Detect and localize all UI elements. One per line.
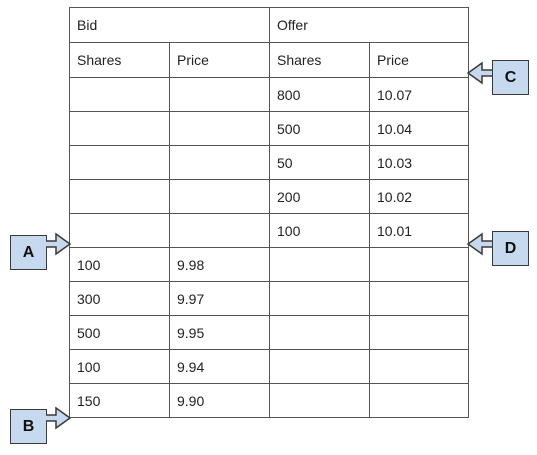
offer-shares-header: Shares — [269, 42, 370, 78]
bid-shares-cell: 100 — [69, 247, 170, 282]
column-header-row: Shares Price Shares Price — [69, 42, 469, 78]
table-row: 200 10.02 — [69, 179, 469, 214]
bid-shares-cell: 150 — [69, 383, 170, 418]
bid-price-cell: 9.94 — [169, 349, 270, 384]
table-row: 100 10.01 — [69, 213, 469, 248]
bid-price-cell — [169, 77, 270, 112]
section-header-row: Bid Offer — [69, 7, 469, 43]
bid-price-cell: 9.90 — [169, 383, 270, 418]
bid-shares-cell — [69, 145, 170, 180]
offer-section-header: Offer — [269, 7, 469, 43]
table-row: 300 9.97 — [69, 281, 469, 316]
bid-price-cell: 9.98 — [169, 247, 270, 282]
offer-price-cell: 10.02 — [369, 179, 469, 214]
offer-shares-cell — [269, 247, 370, 282]
table-row: 50 10.03 — [69, 145, 469, 180]
bid-price-header: Price — [169, 42, 270, 78]
bid-shares-cell — [69, 77, 170, 112]
bid-shares-cell — [69, 179, 170, 214]
table-row: 800 10.07 — [69, 77, 469, 112]
callout-c-label: C — [492, 60, 529, 95]
bid-shares-cell: 100 — [69, 349, 170, 384]
offer-price-cell — [369, 281, 469, 316]
offer-shares-cell — [269, 281, 370, 316]
offer-shares-cell: 800 — [269, 77, 370, 112]
bid-price-cell: 9.95 — [169, 315, 270, 350]
offer-price-cell: 10.01 — [369, 213, 469, 248]
bid-price-cell: 9.97 — [169, 281, 270, 316]
offer-shares-cell — [269, 315, 370, 350]
bid-price-cell — [169, 179, 270, 214]
bid-shares-cell: 300 — [69, 281, 170, 316]
callout-d-label: D — [492, 231, 529, 266]
bid-section-header: Bid — [69, 7, 270, 43]
bid-shares-cell — [69, 213, 170, 248]
offer-price-cell: 10.07 — [369, 77, 469, 112]
offer-price-cell — [369, 349, 469, 384]
table-row: 100 9.94 — [69, 349, 469, 384]
offer-price-cell: 10.03 — [369, 145, 469, 180]
callout-a-label: A — [10, 235, 47, 270]
offer-price-cell — [369, 315, 469, 350]
bid-price-cell — [169, 213, 270, 248]
offer-shares-cell: 200 — [269, 179, 370, 214]
offer-shares-cell: 500 — [269, 111, 370, 146]
offer-shares-cell — [269, 383, 370, 418]
offer-shares-cell: 100 — [269, 213, 370, 248]
offer-shares-cell — [269, 349, 370, 384]
arrow-left-icon — [466, 61, 492, 85]
callout-b-label: B — [10, 409, 47, 444]
offer-price-cell — [369, 383, 469, 418]
order-book-table: Bid Offer Shares Price Shares Price 800 … — [69, 7, 469, 418]
offer-shares-cell: 50 — [269, 145, 370, 180]
bid-price-cell — [169, 145, 270, 180]
offer-price-cell: 10.04 — [369, 111, 469, 146]
arrow-right-icon — [46, 232, 72, 256]
offer-price-header: Price — [369, 42, 469, 78]
bid-shares-cell — [69, 111, 170, 146]
arrow-left-icon — [466, 232, 492, 256]
bid-price-cell — [169, 111, 270, 146]
arrow-right-icon — [46, 406, 72, 430]
bid-shares-header: Shares — [69, 42, 170, 78]
bid-shares-cell: 500 — [69, 315, 170, 350]
table-row: 500 10.04 — [69, 111, 469, 146]
offer-price-cell — [369, 247, 469, 282]
table-row: 100 9.98 — [69, 247, 469, 282]
table-row: 500 9.95 — [69, 315, 469, 350]
table-row: 150 9.90 — [69, 383, 469, 418]
